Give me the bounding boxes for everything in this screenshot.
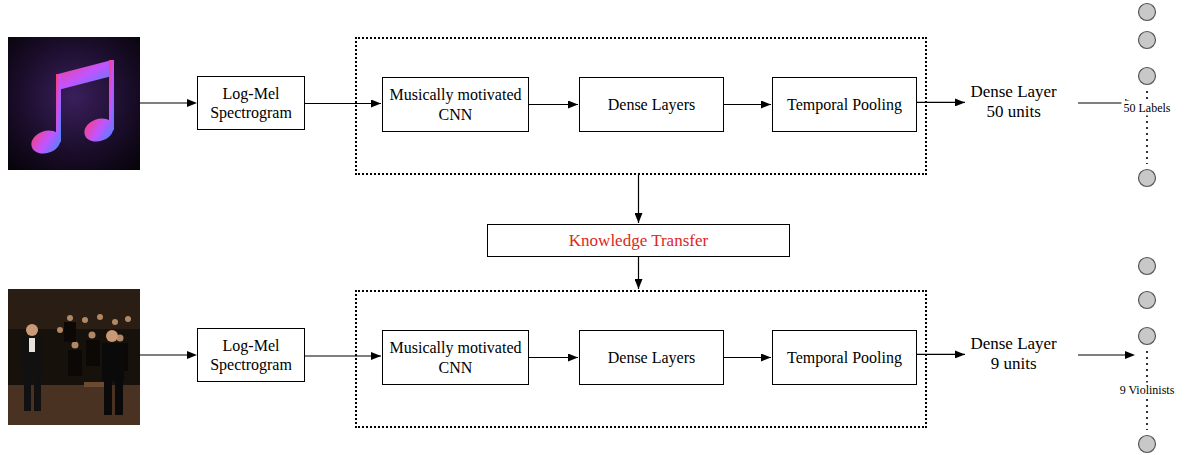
output-layer-text: Dense Layer 50 units [966, 82, 1061, 123]
io-arrowheads [187, 99, 1135, 359]
orchestra-photo [8, 289, 140, 425]
node-text: Temporal Pooling [787, 348, 902, 367]
flow-arrow [638, 257, 639, 289]
flow-arrow [724, 357, 771, 358]
flow-arrow [917, 354, 965, 355]
flow-arrow [638, 175, 639, 223]
flow-arrow [917, 102, 965, 103]
process-box: Temporal Pooling [772, 77, 917, 132]
node-text: Temporal Pooling [787, 95, 902, 114]
flow-arrow [529, 104, 578, 105]
flow-arrow [724, 104, 771, 105]
output-layer-text: Dense Layer 9 units [966, 334, 1061, 375]
output-count-label: 50 Labels [1122, 101, 1173, 116]
node-text: Musically motivated CNN [389, 338, 522, 376]
process-box: Dense Layers [579, 77, 724, 132]
ellipsis-dots [1146, 91, 1148, 430]
node-text: Dense Layers [608, 95, 696, 114]
process-box: Dense Layers [579, 330, 724, 385]
transfer-box: Knowledge Transfer [487, 224, 790, 257]
flow-arrow [529, 357, 578, 358]
node-text: Dense Layers [608, 348, 696, 367]
process-box: Log-Mel Spectrogram [197, 328, 305, 382]
flow-arrow [305, 103, 381, 104]
model-group: Musically motivated CNN Dense Layers Tempo… [355, 37, 927, 175]
flow-arrow [305, 355, 381, 356]
node-text: Dense Layer 50 units [966, 82, 1061, 123]
process-box: Musically motivated CNN [382, 330, 529, 385]
node-text: Log-Mel Spectrogram [204, 84, 298, 122]
model-group: Musically motivated CNN Dense Layers Tempo… [355, 290, 927, 428]
music-icon [8, 37, 140, 170]
node-text: Dense Layer 9 units [966, 334, 1061, 375]
node-text: Knowledge Transfer [569, 231, 708, 251]
process-box: Musically motivated CNN [382, 77, 529, 132]
process-box: Temporal Pooling [772, 330, 917, 385]
node-text: Musically motivated CNN [389, 85, 522, 123]
node-text: Log-Mel Spectrogram [204, 336, 298, 374]
io-arrows [140, 103, 1128, 355]
process-box: Log-Mel Spectrogram [197, 76, 305, 130]
output-count-label: 9 Violinists [1118, 383, 1177, 398]
